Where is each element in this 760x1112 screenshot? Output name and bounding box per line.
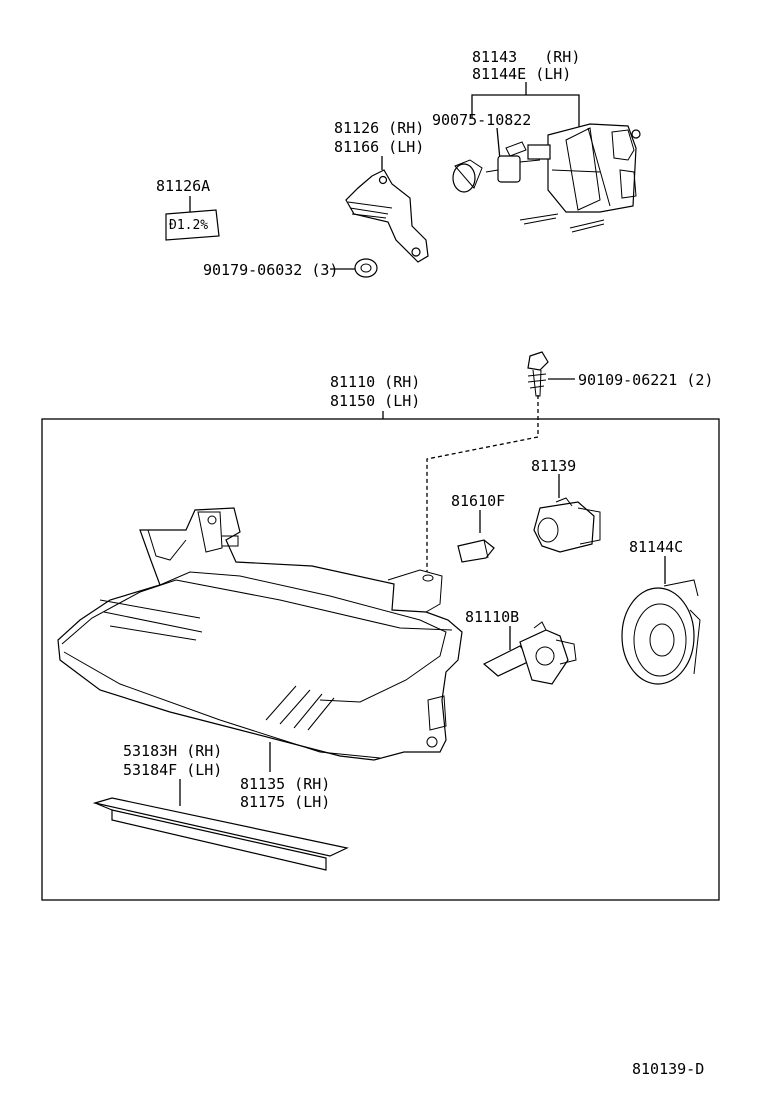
trim-strip-53183h bbox=[92, 797, 349, 871]
label-81139: 81139 bbox=[531, 457, 577, 475]
label-81110-rh: 81110 (RH) bbox=[330, 373, 421, 391]
socket-81139 bbox=[533, 497, 601, 553]
leader-lines bbox=[179, 82, 666, 806]
bulb-81110b bbox=[482, 621, 577, 685]
assembly-frame bbox=[41, 418, 720, 901]
label-81110b: 81110B bbox=[465, 608, 520, 626]
label-90109-06221: 90109-06221 (2) bbox=[578, 371, 714, 389]
headlamp-housing bbox=[57, 507, 463, 761]
label-81143-rh: 81143 (RH) bbox=[472, 48, 581, 66]
label-81144e-lh: 81144E (LH) bbox=[472, 65, 572, 83]
badge-text: Ð1.2% bbox=[169, 218, 209, 233]
diagram-id: 810139-D bbox=[632, 1060, 705, 1078]
label-81610f: 81610F bbox=[451, 492, 506, 510]
label-81126a: 81126A bbox=[156, 177, 211, 195]
label-81144c: 81144C bbox=[629, 538, 684, 556]
bulb-81610f bbox=[457, 539, 495, 563]
label-53184f-lh: 53184F (LH) bbox=[123, 761, 223, 779]
label-90179-06032: 90179-06032 (3) bbox=[203, 261, 339, 279]
label-81126-rh: 81126 (RH) bbox=[334, 119, 425, 137]
nut-90179 bbox=[354, 258, 378, 278]
label-badge-81126a bbox=[165, 209, 220, 241]
label-81175-lh: 81175 (LH) bbox=[240, 793, 331, 811]
label-53183h-rh: 53183H (RH) bbox=[123, 742, 223, 760]
label-81150-lh: 81150 (LH) bbox=[330, 392, 421, 410]
screw-90109 bbox=[527, 351, 549, 397]
label-81166-lh: 81166 (LH) bbox=[334, 138, 425, 156]
label-81135-rh: 81135 (RH) bbox=[240, 775, 331, 793]
bracket-81126 bbox=[345, 169, 429, 263]
label-90075-10822: 90075-10822 bbox=[432, 111, 532, 129]
fog-lamp-unit bbox=[452, 123, 641, 233]
cover-81144c bbox=[621, 579, 701, 685]
